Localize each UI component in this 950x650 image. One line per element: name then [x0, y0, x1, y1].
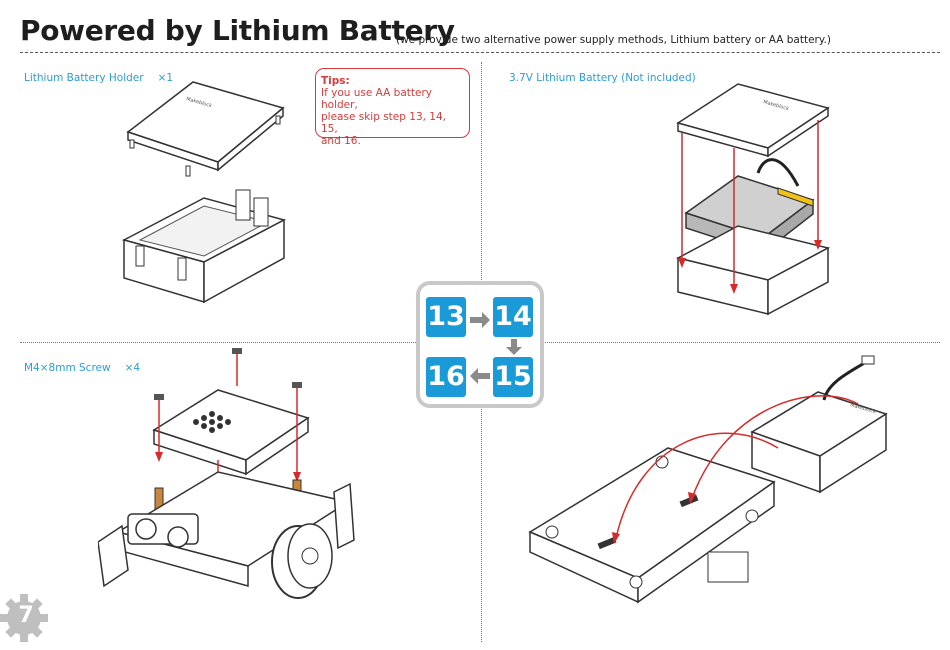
- step-16-badge: 16: [426, 357, 466, 397]
- battery-label: 3.7V Lithium Battery (Not included): [509, 72, 696, 84]
- tips-line-3: and 16.: [321, 135, 361, 147]
- holder-label: Lithium Battery Holder ×1: [24, 72, 173, 84]
- step-sequence: 13 14 15 16: [416, 281, 544, 408]
- robot-screw-illustration: [98, 348, 355, 599]
- header-divider: [20, 52, 940, 53]
- screw-quantity: ×4: [124, 362, 141, 374]
- page-header: Powered by Lithium Battery (we provide t…: [20, 14, 940, 54]
- tips-box: Tips: If you use AA battery holder, plea…: [315, 68, 470, 147]
- page-subtitle: (we provide two alternative power supply…: [396, 34, 831, 46]
- tips-line-2: please skip step 13, 14, 15,: [321, 111, 447, 135]
- step-arrows: [470, 312, 522, 384]
- battery-holder-illustration: Makeblock: [121, 81, 287, 304]
- screw-label: M4×8mm Screw ×4: [24, 362, 140, 374]
- page-title: Powered by Lithium Battery: [20, 14, 455, 47]
- page-number-gear: [0, 594, 48, 642]
- lithium-battery-illustration: Makeblock: [675, 83, 831, 316]
- step-15-badge: 15: [493, 357, 533, 397]
- tips-title: Tips:: [321, 75, 350, 87]
- holder-quantity: ×1: [157, 72, 174, 84]
- screw-label-text: M4×8mm Screw: [24, 362, 111, 374]
- tips-line-1: If you use AA battery holder,: [321, 87, 433, 111]
- holder-label-text: Lithium Battery Holder: [24, 72, 144, 84]
- holder-mounting-illustration: Makeblock: [528, 355, 888, 604]
- page-number: 7: [18, 603, 34, 628]
- step-14-badge: 14: [493, 297, 533, 337]
- step-13-badge: 13: [426, 297, 466, 337]
